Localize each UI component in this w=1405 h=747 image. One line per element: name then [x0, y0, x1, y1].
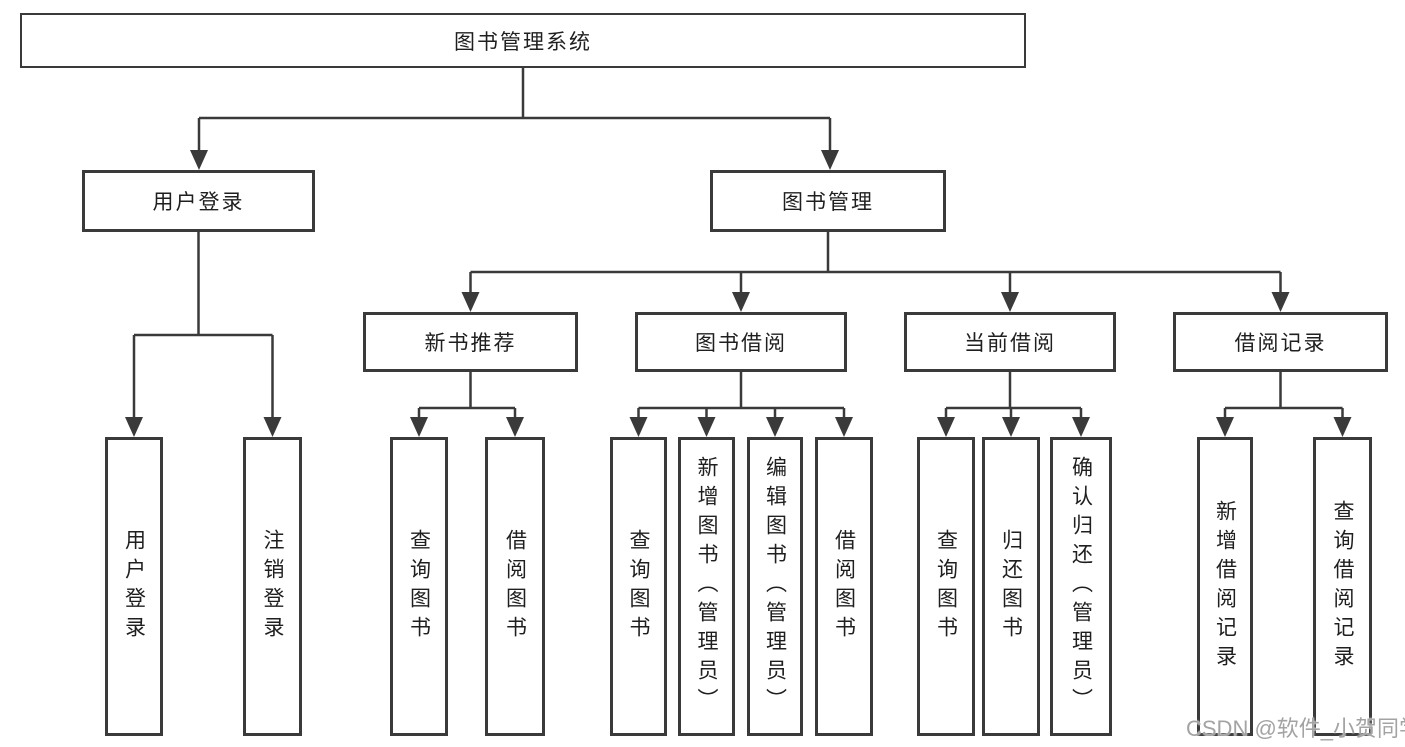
leaf-query-books-borrow: 查询图书 — [610, 437, 667, 736]
arrow-down-icon — [190, 150, 208, 170]
node-label: 图书借阅 — [695, 332, 787, 355]
leaf-borrow-books-recommend: 借阅图书 — [485, 437, 545, 736]
node-new-book-recommendation: 新书推荐 — [363, 312, 578, 372]
node-label: 借阅图书 — [503, 528, 527, 645]
arrow-down-icon — [410, 417, 428, 437]
leaf-query-books-current: 查询图书 — [917, 437, 975, 736]
node-label: 新书推荐 — [424, 332, 517, 355]
arrow-down-icon — [1271, 292, 1290, 312]
arrow-down-icon — [125, 417, 143, 437]
arrow-down-icon — [461, 292, 480, 312]
arrow-down-icon — [1333, 417, 1352, 437]
node-library-management-system: 图书管理系统 — [20, 13, 1026, 68]
leaf-return-books: 归还图书 — [982, 437, 1040, 736]
node-label: 查询借阅记录 — [1331, 499, 1354, 674]
node-book-borrowing: 图书借阅 — [635, 312, 847, 372]
arrow-down-icon — [629, 417, 648, 437]
arrow-down-icon — [732, 292, 750, 312]
node-label: 查询图书 — [934, 528, 958, 645]
leaf-borrow-books: 借阅图书 — [815, 437, 873, 736]
arrow-down-icon — [506, 417, 524, 437]
node-label: 新增图书（管理员） — [695, 456, 718, 717]
node-current-borrowing: 当前借阅 — [904, 312, 1116, 372]
leaf-query-books-recommend: 查询图书 — [390, 437, 448, 736]
node-user-login: 用户登录 — [82, 170, 315, 232]
node-label: 用户登录 — [122, 528, 146, 645]
node-label: 确认归还（管理员） — [1069, 456, 1093, 717]
node-label: 用户登录 — [152, 191, 245, 214]
leaf-logout: 注销登录 — [243, 437, 302, 736]
node-label: 归还图书 — [999, 528, 1023, 645]
node-label: 当前借阅 — [964, 332, 1056, 355]
node-label: 借阅图书 — [832, 528, 856, 645]
arrow-down-icon — [766, 417, 784, 437]
arrow-down-icon — [1001, 292, 1019, 312]
leaf-add-books-admin: 新增图书（管理员） — [678, 437, 735, 736]
leaf-edit-books-admin: 编辑图书（管理员） — [747, 437, 803, 736]
node-label: 新增借阅记录 — [1213, 499, 1237, 674]
node-book-management: 图书管理 — [710, 170, 946, 232]
node-label: 编辑图书（管理员） — [763, 456, 787, 717]
node-label: 注销登录 — [261, 528, 284, 645]
node-label: 查询图书 — [407, 528, 431, 645]
arrow-down-icon — [1216, 417, 1234, 437]
node-label: 查询图书 — [627, 528, 650, 645]
arrow-down-icon — [697, 417, 716, 437]
arrow-down-icon — [1072, 417, 1090, 437]
node-label: 图书管理 — [782, 191, 874, 214]
leaf-add-borrow-record: 新增借阅记录 — [1197, 437, 1253, 736]
watermark: CSDN @软件_小贺同学 — [1186, 716, 1405, 741]
node-label: 借阅记录 — [1234, 332, 1327, 355]
node-borrowing-records: 借阅记录 — [1173, 312, 1388, 372]
arrow-down-icon — [937, 417, 955, 437]
leaf-user-login: 用户登录 — [105, 437, 163, 736]
arrow-down-icon — [1002, 417, 1020, 437]
arrow-down-icon — [821, 150, 839, 170]
node-label: 图书管理系统 — [454, 30, 592, 54]
leaf-query-borrow-record: 查询借阅记录 — [1313, 437, 1372, 736]
arrow-down-icon — [263, 417, 282, 437]
leaf-confirm-return-admin: 确认归还（管理员） — [1050, 437, 1112, 736]
arrow-down-icon — [835, 417, 853, 437]
